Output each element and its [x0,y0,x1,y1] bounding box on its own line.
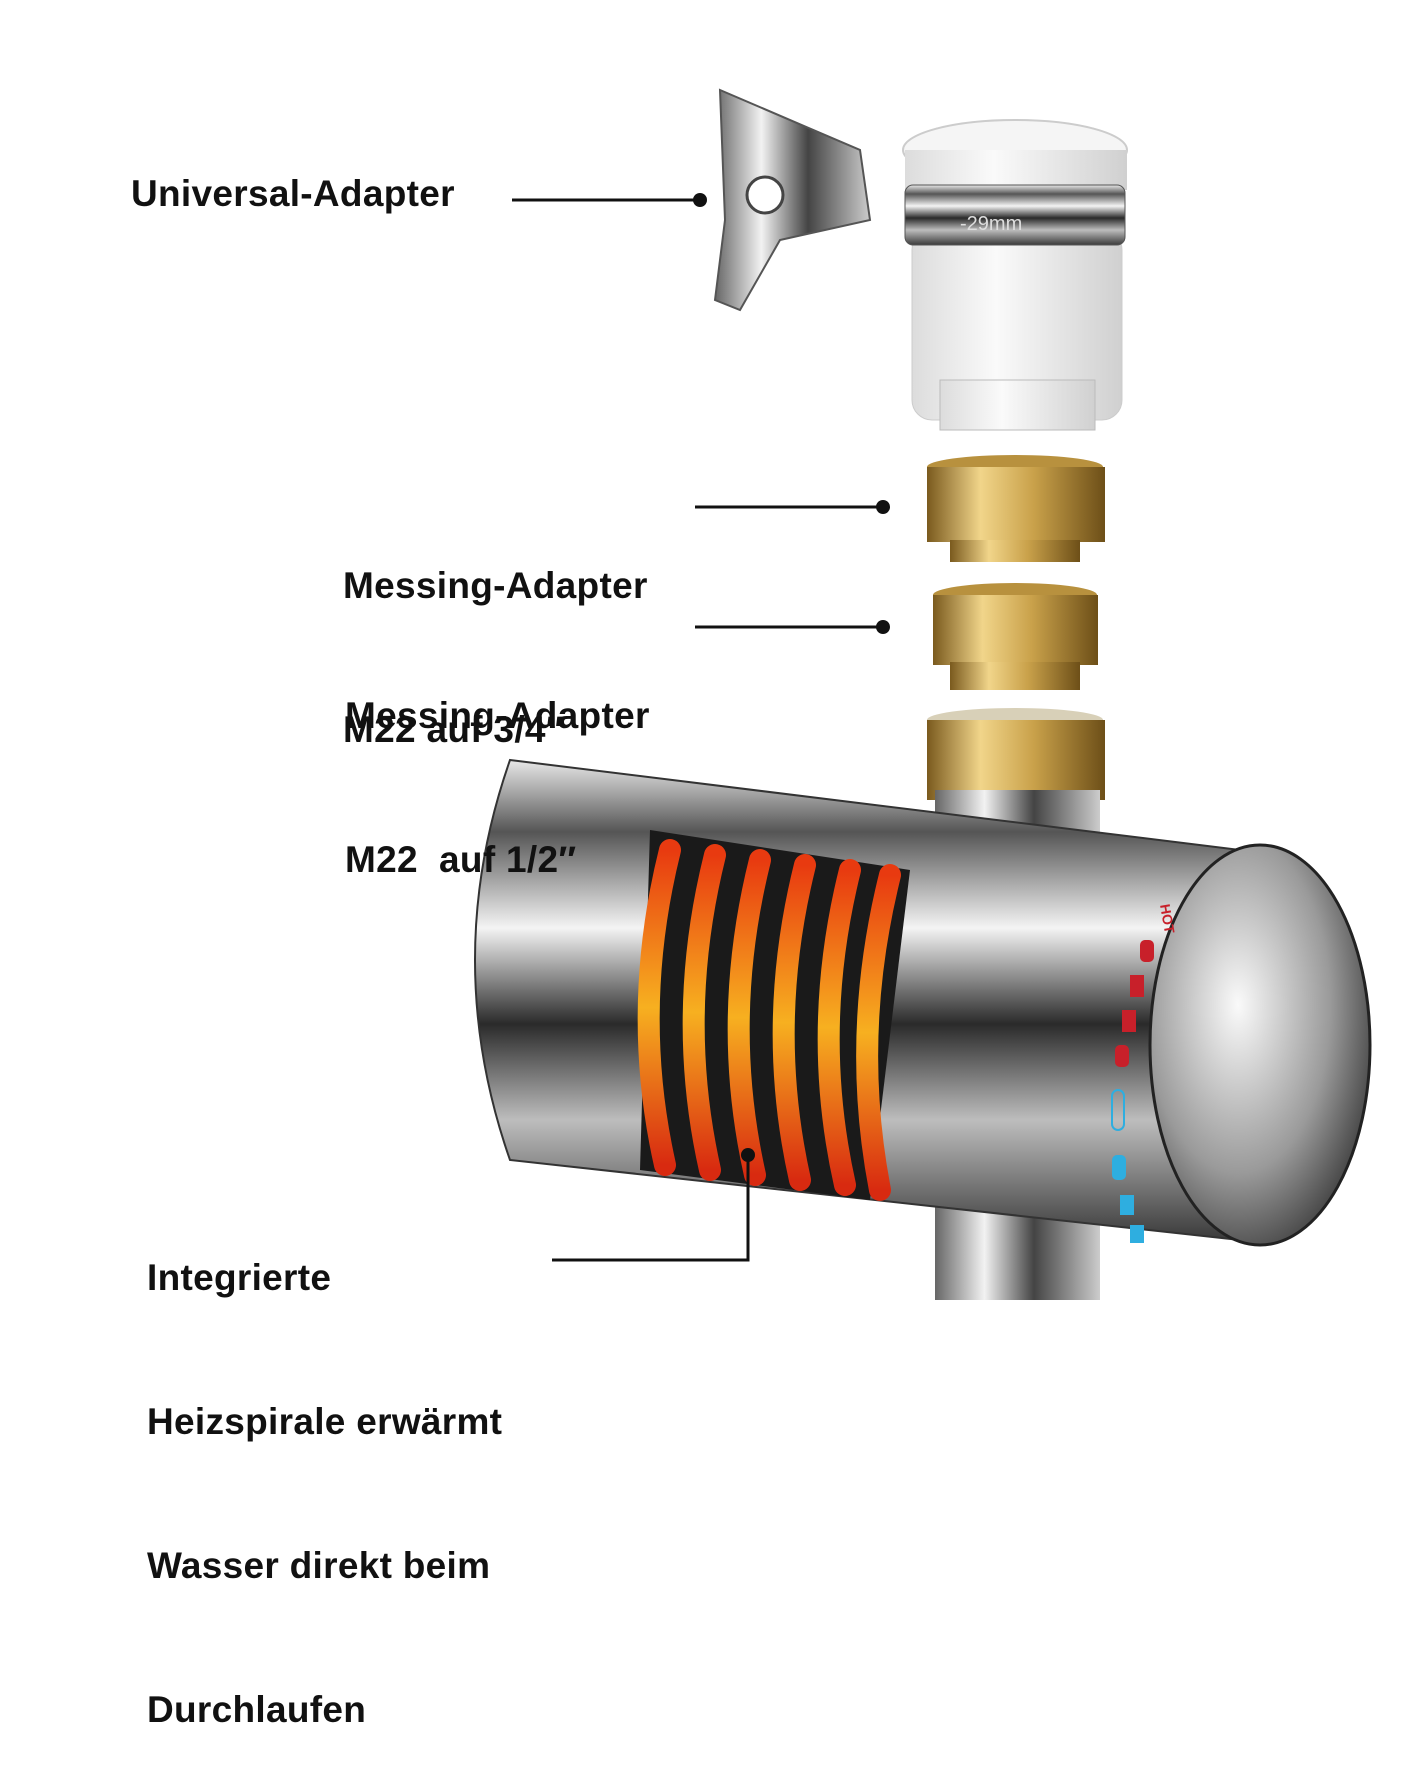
brass-nut-image [927,708,1105,800]
brass-adapter-2-line1: Messing-Adapter [345,695,650,736]
hot-marking: HOT [1157,903,1178,935]
heating-coil-line3: Wasser direkt beim [147,1545,491,1586]
leader-lines [512,193,890,1262]
heating-coil-line1: Integrierte [147,1257,332,1298]
brass-adapter-1-image [927,455,1105,562]
heating-coil-line2: Heizspirale erwärmt [147,1401,503,1442]
brass-adapter-2-line2: M22 auf 1/2″ [345,839,577,880]
clamp-size-marking: -29mm [960,213,1022,235]
brass-adapter-1-label: Messing-Adapter M22 auf 3/4″ [343,466,648,802]
heater-body-image: HOT [474,758,1372,1300]
brass-adapter-1-line2: M22 auf 3/4″ [343,709,564,750]
brass-adapter-1-line1: Messing-Adapter [343,565,648,606]
heating-coil-line4: Durchlaufen [147,1689,367,1730]
universal-adapter-label: Universal-Adapter [131,173,455,214]
brass-adapter-2-image [933,583,1098,690]
heating-coil-label: Integrierte Heizspirale erwärmt Wasser d… [147,1158,502,1782]
brass-adapter-2-label: Messing-Adapter M22 auf 1/2″ [345,596,650,932]
universal-adapter-image: -29mm [713,88,1128,431]
product-illustration: -29mm HOT [474,88,1372,1300]
